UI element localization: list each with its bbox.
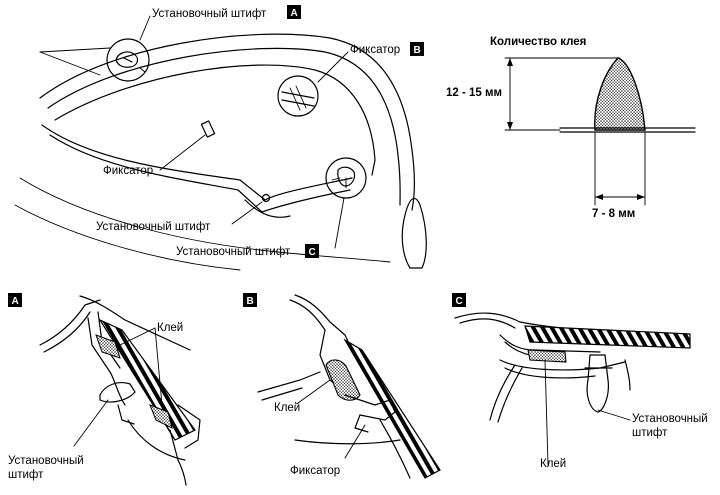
label-pin-c: Установочный штифт <box>176 246 291 258</box>
detail-a-drawing <box>39 295 201 486</box>
badge-b-detail <box>243 293 257 307</box>
overview-drawing <box>14 15 427 271</box>
label-detail-a-pin-1: Установочный <box>8 455 84 467</box>
label-detail-c-pin-2: штифт <box>632 427 668 439</box>
badge-a-detail <box>8 293 22 307</box>
label-glue-amount: Количество клея <box>490 36 586 48</box>
label-detail-c-glue: Клей <box>540 458 566 470</box>
badge-c-main-text: C <box>309 247 316 258</box>
label-detail-b-glue: Клей <box>274 402 300 414</box>
label-retainer-b: Фиксатор <box>350 44 400 56</box>
label-detail-c-pin-1: Установочный <box>632 413 708 425</box>
badge-c-detail <box>452 293 466 307</box>
label-pin-a: Установочный штифт <box>152 8 267 20</box>
badge-b-main <box>410 42 424 56</box>
badge-b-main-text: B <box>414 45 421 56</box>
label-height-dim: 12 - 15 мм <box>446 87 502 99</box>
badge-a-detail-text: A <box>12 296 19 307</box>
badge-c-detail-text: C <box>456 296 463 307</box>
badge-c-main <box>305 244 319 258</box>
label-pin-mid: Установочный штифт <box>96 221 211 233</box>
detail-c-drawing <box>454 312 691 466</box>
detail-b-drawing <box>257 294 441 479</box>
glue-profile <box>504 57 696 206</box>
label-width-dim: 7 - 8 мм <box>592 208 635 220</box>
label-detail-a-pin-2: штифт <box>8 469 44 481</box>
badge-a-main <box>287 5 301 19</box>
label-detail-a-glue: Клей <box>157 322 183 334</box>
label-retainer-left: Фиксатор <box>103 165 153 177</box>
badge-a-main-text: A <box>291 8 298 19</box>
badge-b-detail-text: B <box>247 296 254 307</box>
label-detail-b-retainer: Фиксатор <box>290 465 340 477</box>
